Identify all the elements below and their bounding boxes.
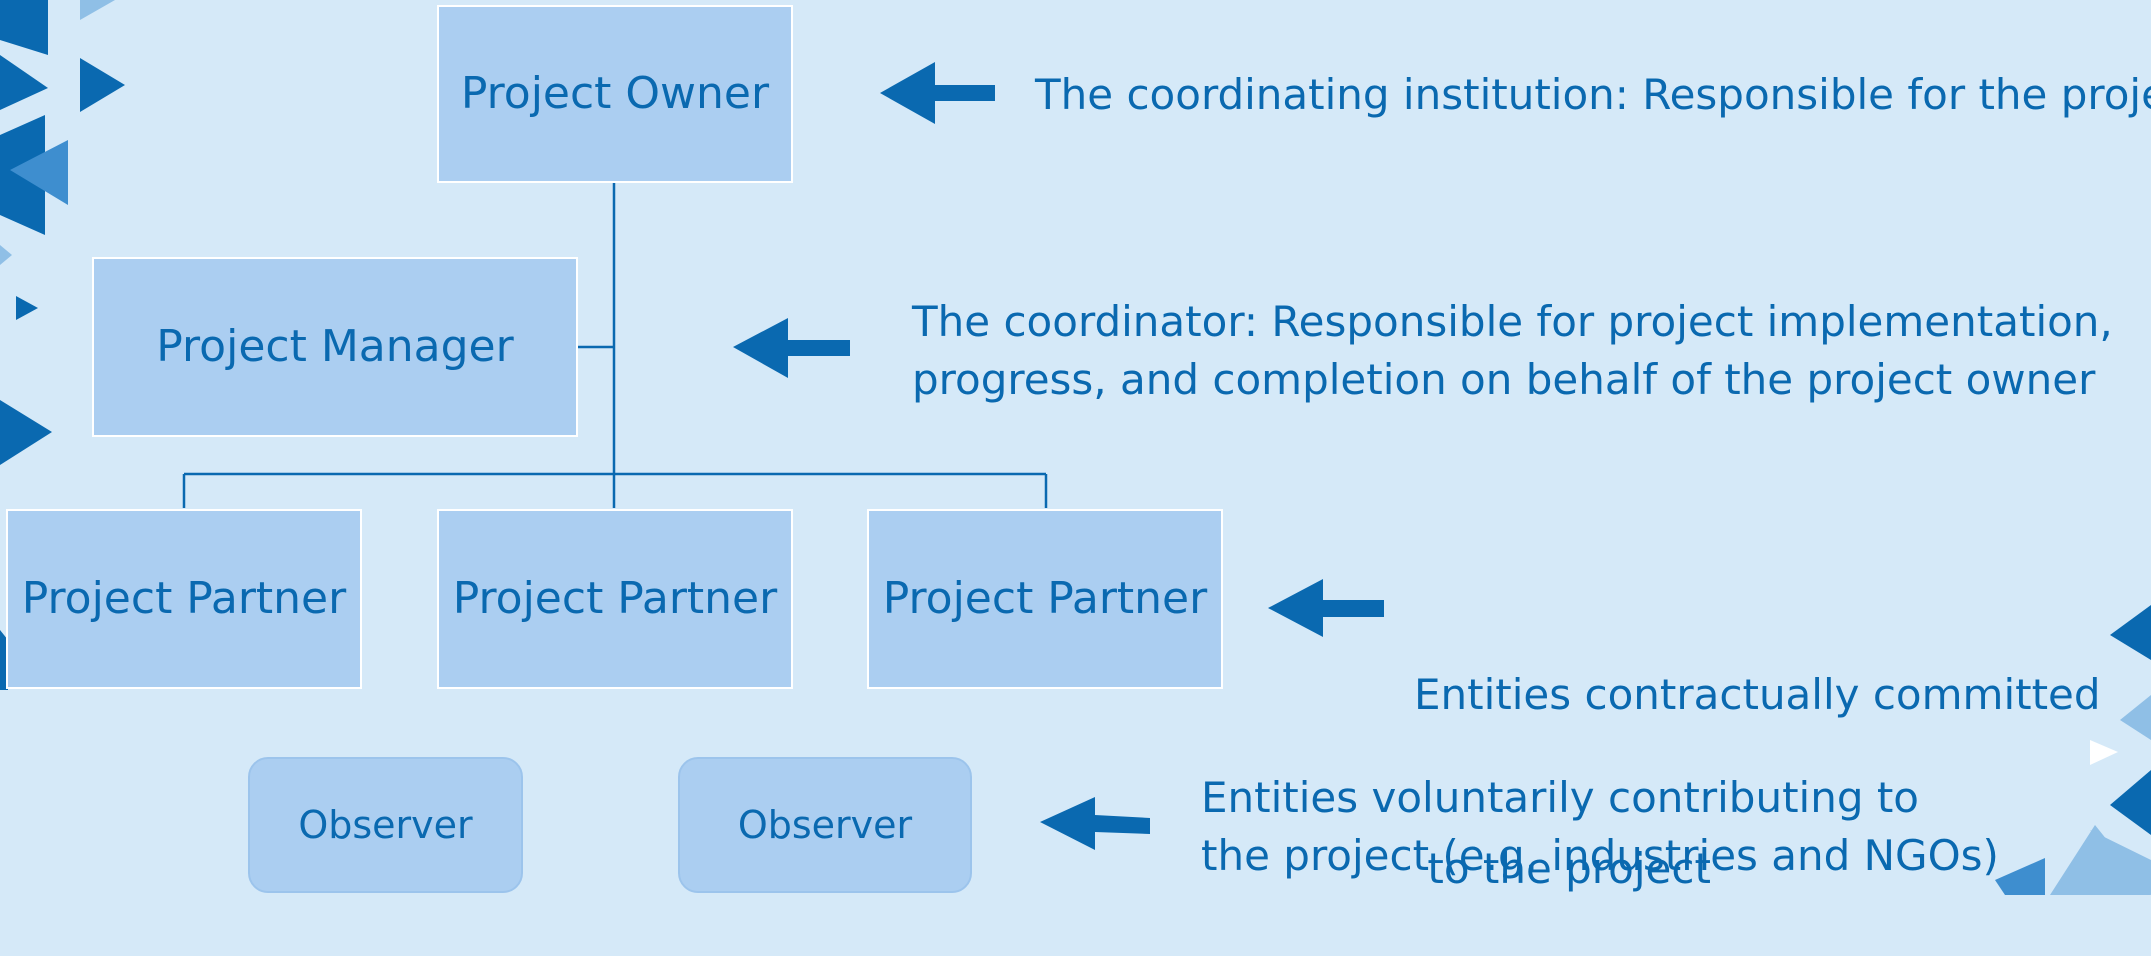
left-arrow-icon [733,318,850,378]
project-partner-label: Project Partner [21,572,347,624]
project-owner-label: Project Owner [460,67,770,119]
left-arrow-icon [1268,579,1384,637]
project-partner-box: Project Partner [6,509,362,689]
hierarchy-connectors [182,183,1048,508]
observers-description: Entities voluntarily contributing to the… [1201,769,1999,885]
left-arrow-icon [1040,797,1150,850]
owner-description: The coordinating institution: Responsibl… [1035,66,2151,124]
observers-description-line: Entities voluntarily contributing to [1201,773,1919,822]
observers-description-line: the project (e.g. industries and NGOs) [1201,831,1999,880]
manager-description: The coordinator: Responsible for project… [912,293,2113,409]
manager-description-line: The coordinator: Responsible for project… [912,297,2113,346]
observer-box: Observer [248,757,523,893]
decorative-triangles [0,0,2151,895]
partners-description-line: Entities contractually committed [1414,670,2101,719]
partners-description: Entities contractually committed to the … [1414,550,2101,956]
project-partner-box: Project Partner [867,509,1223,689]
observer-label: Observer [737,803,913,847]
project-partner-label: Project Partner [452,572,778,624]
owner-description-line: The coordinating institution: Responsibl… [1035,70,2151,119]
partners-description-line: to the project [1414,844,1711,893]
observer-box: Observer [678,757,972,893]
arrow-layer [733,62,1384,850]
project-manager-label: Project Manager [156,320,514,372]
project-partner-label: Project Partner [882,572,1208,624]
project-manager-box: Project Manager [92,257,578,437]
project-partner-box: Project Partner [437,509,793,689]
left-arrow-icon [880,62,995,124]
manager-description-line: progress, and completion on behalf of th… [912,355,2096,404]
project-owner-box: Project Owner [437,5,793,183]
observer-label: Observer [298,803,473,847]
